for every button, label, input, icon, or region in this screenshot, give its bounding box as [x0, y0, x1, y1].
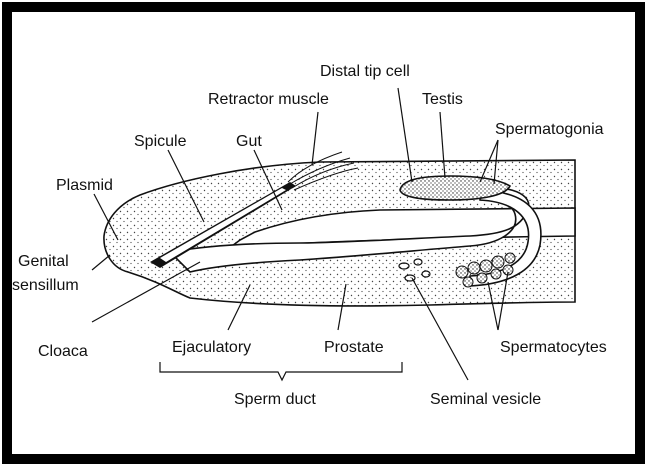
label-spicule: Spicule [134, 133, 187, 150]
label-sensillum: sensillum [12, 277, 79, 294]
label-plasmid: Plasmid [56, 177, 113, 194]
label-seminal-vesicle: Seminal vesicle [430, 391, 541, 408]
label-distal-tip-cell: Distal tip cell [320, 63, 410, 80]
testis [400, 176, 510, 200]
sperm-duct-brace [160, 362, 402, 380]
label-testis: Testis [422, 91, 463, 108]
label-spermatocytes: Spermatocytes [500, 339, 607, 356]
label-ejaculatory: Ejaculatory [172, 339, 251, 356]
label-gut: Gut [236, 133, 262, 150]
label-sperm-duct: Sperm duct [234, 391, 316, 408]
label-retractor-muscle: Retractor muscle [208, 91, 329, 108]
label-spermatogonia: Spermatogonia [495, 121, 604, 138]
label-genital: Genital [18, 253, 69, 270]
label-prostate: Prostate [324, 339, 384, 356]
label-cloaca: Cloaca [38, 343, 88, 360]
